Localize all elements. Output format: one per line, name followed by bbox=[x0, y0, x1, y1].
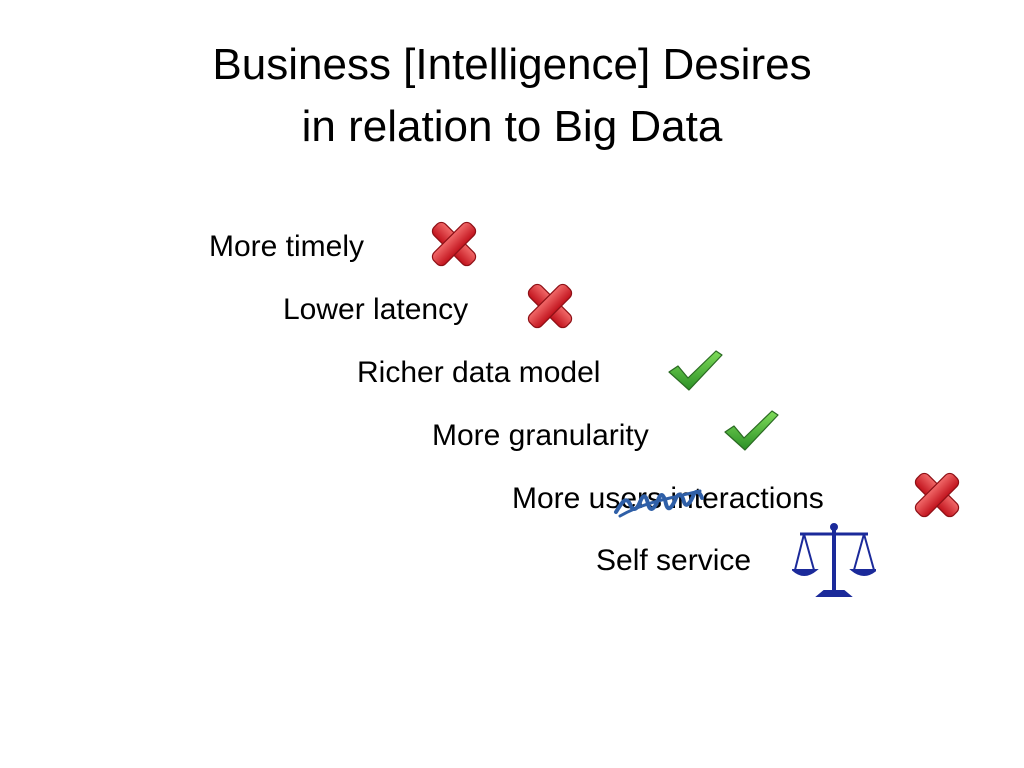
check-icon bbox=[724, 410, 779, 451]
title-line-2: in relation to Big Data bbox=[301, 102, 723, 151]
item-lower-latency: Lower latency bbox=[283, 293, 469, 326]
item-richer-data-model: Richer data model bbox=[357, 356, 601, 389]
cross-icon bbox=[431, 221, 477, 267]
balance-scale-icon bbox=[792, 523, 876, 597]
item-more-granularity: More granularity bbox=[432, 419, 649, 452]
cross-icon bbox=[527, 283, 573, 329]
strikethrough-scribble bbox=[614, 489, 704, 518]
item-self-service: Self service bbox=[596, 544, 752, 577]
slide-title: Business [Intelligence] Desires in relat… bbox=[0, 34, 1024, 158]
item-more-timely: More timely bbox=[209, 230, 365, 263]
check-icon bbox=[668, 350, 723, 391]
cross-icon bbox=[914, 472, 960, 518]
title-line-1: Business [Intelligence] Desires bbox=[212, 40, 812, 89]
